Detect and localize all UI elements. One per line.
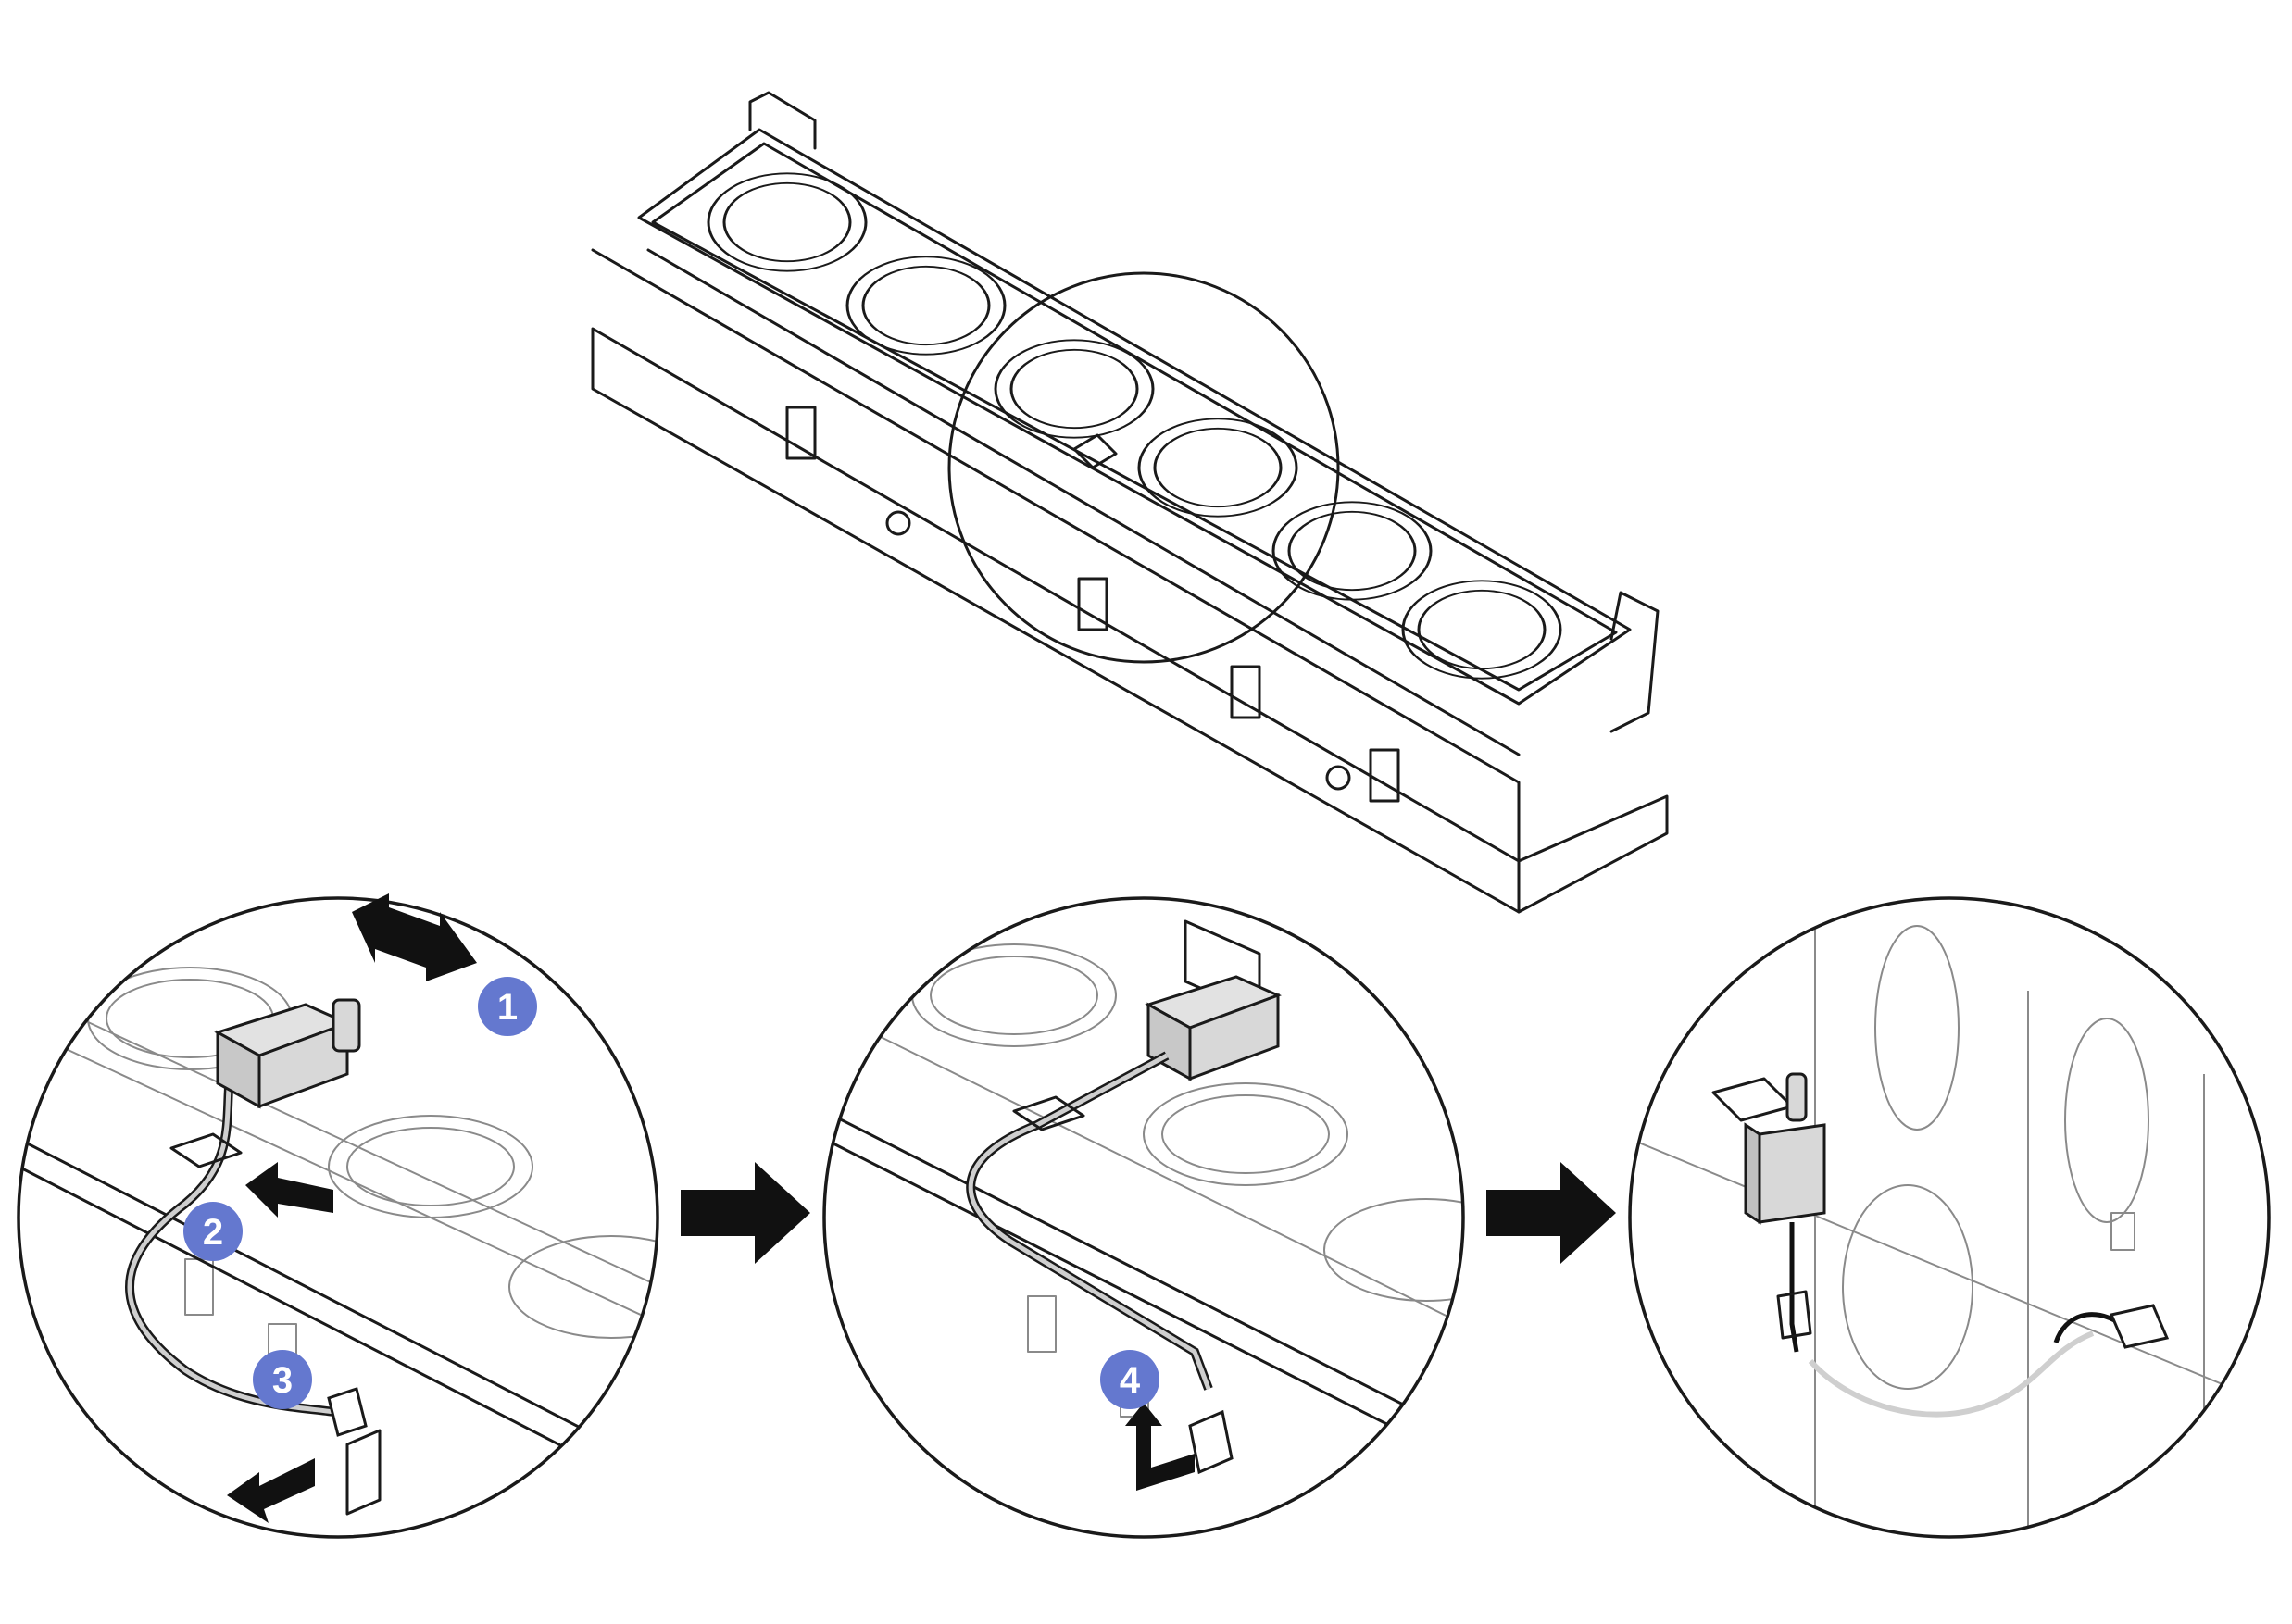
step-number: 2 [203, 1212, 223, 1253]
step-badge-4: 4 [1100, 1350, 1159, 1409]
next-step-arrow-icon [1486, 1162, 1616, 1264]
next-step-arrow-icon [681, 1162, 810, 1264]
step-badge-3: 3 [253, 1350, 312, 1409]
fan-openings [707, 172, 1562, 680]
step-panel-2 [822, 896, 1465, 1539]
step-panel-3 [1628, 896, 2271, 1539]
push-arrow-icon [227, 1458, 315, 1523]
step-badge-1: 1 [478, 977, 537, 1036]
slide-arrow-icon [352, 893, 477, 981]
fan-cage-overview [591, 91, 1669, 914]
step-number: 1 [497, 987, 518, 1028]
lift-arrow-icon [1125, 1403, 1195, 1491]
step-number: 3 [272, 1360, 293, 1401]
push-arrow-icon [245, 1162, 333, 1218]
callout-circle [947, 271, 1340, 664]
step-number: 4 [1120, 1360, 1141, 1401]
step-panel-1 [17, 896, 659, 1539]
step-badge-2: 2 [183, 1202, 243, 1261]
